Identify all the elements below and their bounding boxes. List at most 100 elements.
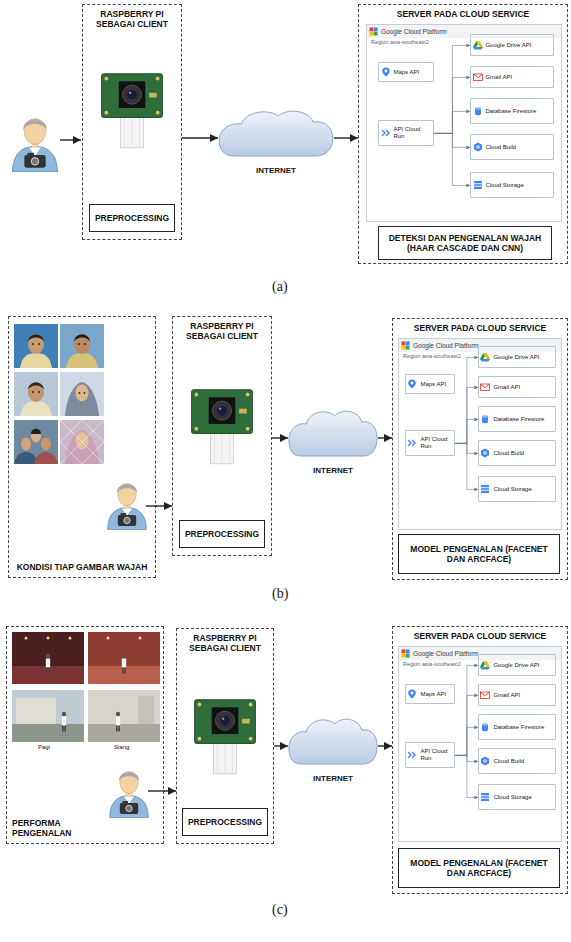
service-label: Cloud Build: [485, 144, 551, 151]
service-box: Gmail API: [470, 66, 554, 88]
gmail-icon: [481, 692, 490, 699]
service-label: Cloud Storage: [493, 486, 553, 493]
group-box: SERVER PADA CLOUD SERVICE Google Cloud Pl…: [392, 626, 568, 894]
face-photo: [60, 420, 104, 464]
service-label: Google Drive API: [493, 354, 553, 361]
maps-icon: [408, 690, 416, 699]
flow-arrow: [182, 137, 218, 138]
service-box: Maps API: [405, 684, 455, 704]
drive-icon: [480, 661, 490, 670]
service-label: Cloud Storage: [493, 794, 553, 801]
camera-board: [195, 700, 256, 774]
service-box: Cloud Storage: [478, 476, 556, 502]
service-box: Maps API: [405, 374, 455, 394]
service-label: API Cloud Run: [420, 436, 452, 450]
drive-icon: [480, 353, 490, 362]
group-box: SERVER PADA CLOUD SERVICEGoogle Cloud Pl…: [392, 318, 568, 580]
group-title: KONDISI TIAP GAMBAR WAJAH: [14, 562, 150, 572]
maps-icon: [382, 68, 390, 77]
cloud-outline: [289, 411, 377, 456]
run-icon: [408, 752, 415, 758]
storage-icon: [474, 181, 482, 189]
input-line: [148, 790, 165, 791]
flow-arrow: [272, 437, 288, 438]
camera-board: [192, 390, 253, 464]
cloud-shape: [288, 408, 378, 464]
run-icon: [382, 130, 389, 136]
process-box: MODEL PENGENALAN (FACENET DAN ARCFACE): [398, 848, 560, 888]
storage-icon: [481, 793, 489, 801]
box-label: PREPROCESSING: [92, 213, 172, 223]
group-title: SERVER PADA CLOUD SERVICE: [362, 9, 564, 19]
caption-label: (b): [272, 586, 288, 603]
box-label: MODEL PENGENALAN (FACENET DAN ARCFACE): [401, 858, 557, 878]
service-box: Database Firestore: [478, 406, 556, 432]
person-icon: [108, 484, 147, 530]
service-box: Google Drive API: [478, 346, 556, 368]
service-box: Google Drive API: [478, 654, 556, 676]
drive-icon: [473, 41, 483, 50]
face-photo: [14, 324, 58, 368]
box-label: MODEL PENGENALAN (FACENET DAN ARCFACE): [401, 544, 557, 564]
service-label: Cloud Build: [493, 450, 553, 457]
cloud-label: INTERNET: [218, 166, 334, 176]
storage-icon: [481, 485, 489, 493]
service-label: Database Firestore: [485, 108, 551, 115]
service-box: API Cloud Run: [405, 430, 455, 456]
build-icon: [474, 143, 482, 152]
face-photo: [60, 324, 104, 368]
group-box: SERVER PADA CLOUD SERVICEGoogle Cloud Pl…: [358, 4, 568, 264]
service-link: [455, 665, 478, 755]
service-label: Database Firestore: [493, 416, 553, 423]
process-box: MODEL PENGENALAN (FACENET DAN ARCFACE): [398, 534, 560, 574]
flow-arrow: [156, 505, 172, 506]
scene-photo: [12, 632, 84, 684]
service-label: Maps API: [420, 381, 452, 388]
service-box: Google Drive API: [470, 34, 554, 56]
box-label: DETEKSI DAN PENGENALAN WAJAH (HAAR CASCA…: [381, 233, 549, 253]
service-link: [434, 77, 470, 133]
service-box: Gmail API: [478, 684, 556, 706]
cloud-shape: [218, 108, 334, 164]
group-title: SERVER PADA CLOUD SERVICE: [396, 631, 564, 641]
service-link: [434, 133, 470, 185]
service-link: [434, 111, 470, 133]
face-photo: [14, 420, 58, 464]
process-box: PREPROCESSING: [179, 520, 265, 548]
service-link: [455, 443, 478, 489]
database-icon: [482, 723, 488, 731]
maps-icon: [408, 380, 416, 389]
service-link: [455, 387, 478, 443]
gmail-icon: [474, 74, 483, 81]
service-box: Cloud Build: [470, 134, 554, 160]
caption-label: (a): [272, 279, 288, 296]
service-box: Maps API: [378, 62, 434, 82]
service-box: Cloud Build: [478, 440, 556, 466]
gcp-logo: [401, 649, 409, 657]
cloud-label: INTERNET: [288, 774, 378, 784]
service-box: Cloud Build: [478, 748, 556, 774]
service-link: [455, 727, 478, 755]
build-icon: [481, 449, 489, 458]
service-label: Google Drive API: [485, 42, 551, 49]
photo-label: Siang: [114, 744, 129, 751]
service-box: Database Firestore: [470, 98, 554, 124]
database-icon: [482, 415, 488, 423]
service-box: API Cloud Run: [378, 120, 434, 146]
cloud-node: INTERNET: [218, 108, 334, 186]
camera-board: [102, 74, 163, 148]
process-box: PREPROCESSING: [182, 808, 268, 836]
platform-panel: Google Cloud PlatformRegion asia-southea…: [398, 646, 562, 842]
group-box: RASPBERRY PI SEBAGAI CLIENTPREPROCESSING: [172, 316, 272, 556]
service-label: Cloud Storage: [485, 182, 551, 189]
group-box: RASPBERRY PI SEBAGAI CLIENTPREPROCESSING: [82, 4, 182, 240]
service-link: [455, 357, 478, 443]
process-box: PREPROCESSING: [89, 204, 175, 232]
service-label: Maps API: [420, 691, 452, 698]
service-label: Cloud Build: [493, 758, 553, 765]
service-label: Gmail API: [493, 692, 553, 699]
person-icon: [110, 772, 149, 818]
gcp-logo: [369, 27, 377, 35]
group-box: PERFORMA PENGENALAN: [6, 626, 164, 844]
